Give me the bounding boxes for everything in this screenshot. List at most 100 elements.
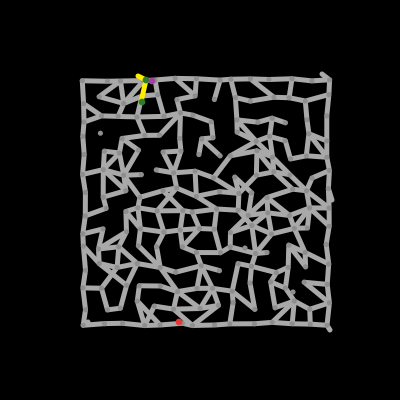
maze-node bbox=[142, 132, 148, 138]
maze-node bbox=[100, 194, 106, 200]
maze-wall-segment bbox=[323, 241, 332, 267]
maze-node bbox=[135, 243, 141, 249]
maze-node bbox=[234, 129, 240, 135]
maze-node bbox=[174, 289, 181, 295]
maze-wall-segment bbox=[82, 205, 109, 219]
maze-wall-segment bbox=[324, 92, 332, 119]
maze-wall-segment bbox=[154, 208, 167, 235]
maze-wall-segment bbox=[247, 263, 254, 286]
maze-wall-segment bbox=[171, 148, 184, 176]
maze-wall-segment bbox=[189, 206, 220, 215]
maze-node bbox=[178, 148, 184, 154]
maze-node bbox=[173, 269, 179, 275]
maze-wall-segment bbox=[190, 112, 214, 125]
maze-node bbox=[154, 208, 160, 214]
maze-wall-segment bbox=[175, 289, 203, 311]
maze-wall-segment bbox=[174, 93, 198, 103]
maze-wall-segment bbox=[137, 188, 166, 200]
maze-wall-segment bbox=[81, 101, 104, 119]
maze-node bbox=[326, 261, 332, 267]
maze-node bbox=[307, 321, 313, 327]
maze-wall-segment bbox=[80, 167, 106, 177]
maze-wall-segment bbox=[282, 138, 293, 162]
maze-node bbox=[324, 322, 330, 328]
maze-node bbox=[215, 302, 222, 308]
maze-wall-segment bbox=[153, 167, 177, 176]
maze-wall-segment bbox=[160, 149, 177, 176]
maze-node bbox=[157, 283, 163, 289]
maze-node bbox=[82, 307, 89, 313]
maze-wall-segment bbox=[247, 280, 258, 312]
maze-node bbox=[227, 229, 234, 236]
maze-node bbox=[137, 194, 143, 200]
maze-node bbox=[235, 207, 241, 213]
maze-node bbox=[161, 229, 167, 235]
maze-wall-segment bbox=[100, 188, 129, 200]
maze-wall-segment bbox=[135, 226, 143, 249]
maze-node bbox=[81, 119, 87, 125]
maze-node bbox=[123, 208, 129, 215]
maze-node bbox=[303, 264, 309, 270]
maze-wall-segment bbox=[324, 300, 332, 328]
maze-node bbox=[80, 243, 86, 249]
maze-wall-segment bbox=[114, 244, 122, 270]
maze-wall-segment bbox=[160, 188, 186, 214]
maze-node bbox=[326, 167, 332, 174]
maze-wall-segment bbox=[151, 303, 177, 312]
maze-wall-segment bbox=[100, 150, 122, 173]
maze-wall-segment bbox=[210, 285, 235, 294]
maze-wall-segment bbox=[177, 208, 186, 233]
maze-wall-segment bbox=[154, 185, 180, 214]
maze-wall-segment bbox=[171, 168, 198, 176]
maze-wall-segment bbox=[134, 261, 163, 270]
maze-node bbox=[197, 305, 203, 312]
maze-node bbox=[101, 321, 108, 327]
maze-wall-segment bbox=[234, 129, 259, 144]
maze-wall-segment bbox=[192, 168, 199, 199]
maze-node bbox=[232, 95, 238, 101]
maze-node bbox=[192, 93, 198, 99]
maze-node bbox=[217, 153, 223, 159]
maze-node bbox=[153, 167, 159, 173]
maze-wall-segment bbox=[211, 153, 233, 181]
maze-node bbox=[157, 132, 163, 138]
maze-wall-segment bbox=[116, 244, 140, 266]
maze-node bbox=[289, 76, 295, 82]
maze-node bbox=[290, 289, 296, 295]
maze-node bbox=[287, 172, 293, 178]
maze-wall-segment bbox=[286, 95, 308, 104]
maze-wall-segment bbox=[288, 153, 309, 162]
maze-node bbox=[117, 78, 124, 84]
maze-wall-segment bbox=[137, 226, 167, 235]
maze-node bbox=[266, 76, 272, 83]
maze-node bbox=[303, 188, 310, 194]
maze-wall-segment bbox=[325, 168, 332, 191]
maze-node bbox=[302, 98, 308, 104]
maze-node bbox=[82, 189, 88, 196]
maze-wall-segment bbox=[134, 113, 167, 120]
maze-wall-segment bbox=[286, 76, 295, 101]
maze-node bbox=[155, 92, 161, 98]
maze-wall-segment bbox=[265, 210, 293, 218]
maze-node bbox=[80, 231, 86, 237]
maze-node bbox=[123, 229, 130, 235]
maze-node bbox=[227, 244, 233, 250]
maze-wall-segment bbox=[291, 298, 313, 312]
maze-wall-segment bbox=[303, 131, 312, 159]
maze-wall-segment bbox=[309, 168, 332, 181]
maze-node bbox=[142, 322, 148, 329]
maze-wall-segment bbox=[155, 92, 167, 119]
maze-node bbox=[171, 170, 177, 176]
maze-node bbox=[228, 76, 234, 82]
maze-wall-segment bbox=[271, 169, 296, 192]
maze-wall-segment bbox=[211, 77, 223, 102]
maze-wall-segment bbox=[157, 283, 180, 295]
maze-node bbox=[268, 279, 274, 285]
maze-node bbox=[286, 242, 292, 248]
maze-wall-segment bbox=[211, 206, 220, 232]
maze-wall-segment bbox=[121, 93, 145, 106]
maze-wall-segment bbox=[121, 147, 141, 178]
maze-wall-segment bbox=[197, 285, 215, 311]
maze-wall-segment bbox=[302, 98, 310, 123]
